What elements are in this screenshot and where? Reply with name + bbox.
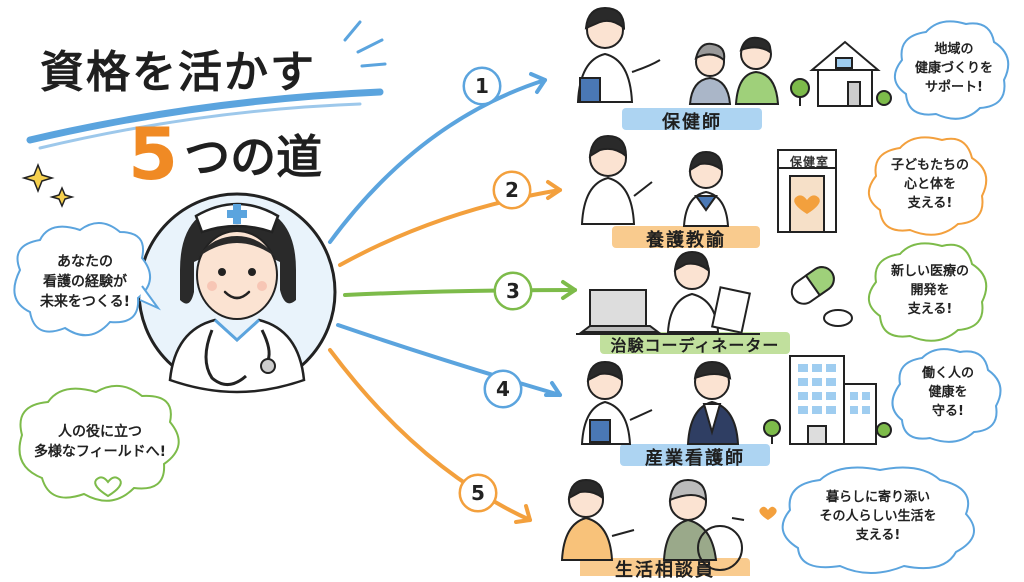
career-label-1: 保健師 <box>662 112 722 133</box>
career-number-5: 5 <box>461 476 495 510</box>
career-label-2: 養護教諭 <box>646 230 726 251</box>
label-bar-4 <box>620 444 770 466</box>
career-2-illustration <box>580 134 837 233</box>
career-5-illustration <box>560 478 777 571</box>
title-number: 5 <box>128 112 179 196</box>
career-label-5: 生活相談員 <box>615 560 715 581</box>
sparkle-lines-icon <box>343 20 387 68</box>
bubble-left-top-shape <box>13 222 151 337</box>
career-number-3: 3 <box>496 274 530 308</box>
label-bar-3 <box>600 332 790 354</box>
bubble-left-bottom-shape <box>18 385 180 502</box>
bubble-5-shape <box>781 466 975 574</box>
health-room-sign: 保健室 <box>790 155 830 169</box>
title-underline <box>26 88 384 144</box>
arrow-3 <box>343 288 577 297</box>
bubble-2-shape <box>868 136 988 236</box>
heart-icon <box>94 476 122 498</box>
bubble-1-shape <box>894 20 1010 120</box>
career-number-4: 4 <box>486 372 520 406</box>
bubble-tail-icon <box>139 285 162 311</box>
career-bubble-3: 新しい医療の 開発を 支える! <box>890 264 969 317</box>
title-underline-2 <box>38 102 362 150</box>
arrow-1 <box>328 78 547 244</box>
career-number-1: 1 <box>465 69 499 103</box>
star-icons <box>21 162 75 208</box>
career-arrows <box>328 72 577 524</box>
label-bar-1 <box>622 108 762 130</box>
label-bar-2 <box>612 226 760 248</box>
arrow-5 <box>328 348 532 522</box>
career-1-illustration <box>576 6 892 107</box>
career-bubble-4: 働く人の 健康を 守る! <box>921 366 974 419</box>
bubble-left-bottom-text: 人の役に立つ 多様なフィールドへ! <box>33 424 167 460</box>
career-3-illustration <box>576 250 853 335</box>
career-bubble-2: 子どもたちの 心と体を 支える! <box>890 158 969 211</box>
career-number-2: 2 <box>495 173 529 207</box>
nurse-portrait <box>137 192 337 394</box>
career-label-3: 治験コーディネーター <box>610 336 780 355</box>
label-bar-5 <box>580 558 750 576</box>
career-bubble-1: 地域の 健康づくりを サポート! <box>914 42 993 95</box>
page-title: 資格を活かす <box>40 47 316 98</box>
bubble-3-shape <box>868 242 988 342</box>
bubble-4-shape <box>891 348 1002 443</box>
career-bubble-5: 暮らしに寄り添い その人らしい生活を 支える! <box>819 490 937 543</box>
arrow-4 <box>336 323 562 397</box>
title-line2: つの道 <box>184 130 323 184</box>
bubble-left-top-text: あなたの 看護の経験が 未来をつくる! <box>39 254 131 310</box>
career-4-illustration <box>580 355 892 445</box>
career-label-4: 産業看護師 <box>645 448 745 469</box>
